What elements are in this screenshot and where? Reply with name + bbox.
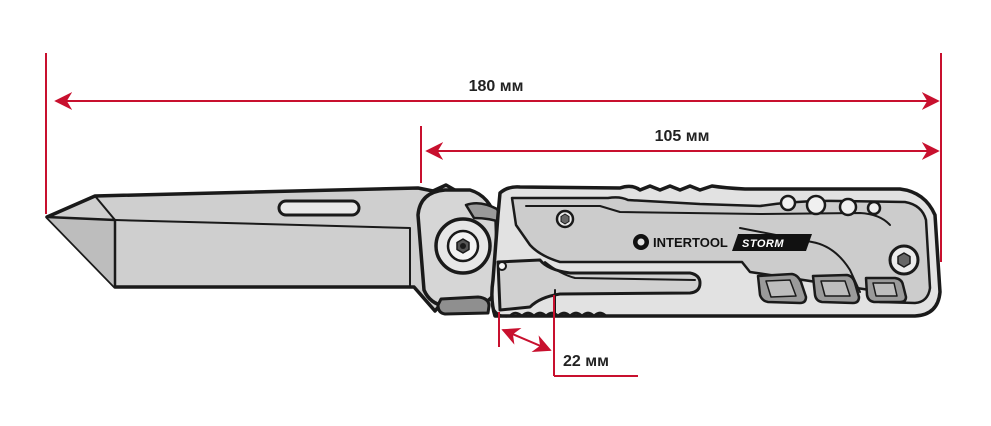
dimension-lines [45, 53, 942, 377]
handle-length-label: 105 мм [655, 128, 710, 145]
brand-name: INTERTOOL [653, 235, 728, 250]
tool-length-label: 22 мм [563, 353, 609, 370]
knife-illustration: INTERTOOL STORM [45, 183, 942, 318]
total-length-label: 180 мм [469, 78, 524, 95]
handle [490, 184, 942, 318]
blade [45, 183, 464, 313]
branding: INTERTOOL STORM [633, 234, 812, 251]
tool-length-arrow [501, 328, 552, 352]
thumb-slot [277, 199, 361, 217]
model-name: STORM [742, 238, 784, 250]
pivot [416, 188, 505, 316]
model-badge [732, 234, 812, 251]
